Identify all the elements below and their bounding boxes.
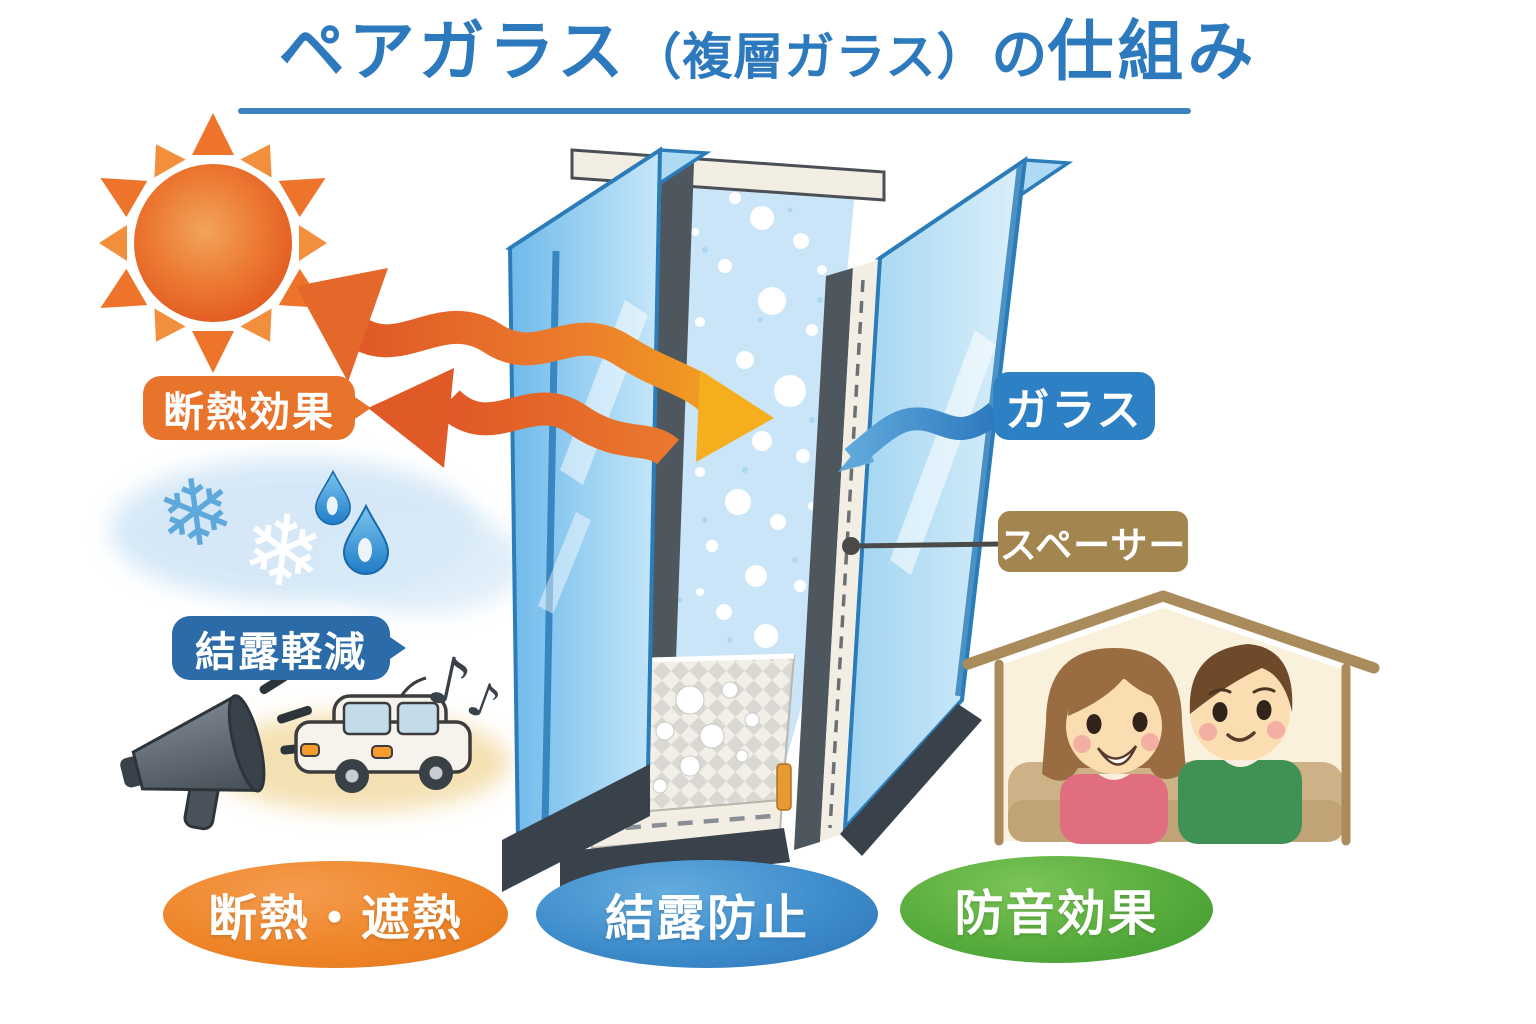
benefit-insulation-pill: 断熱・遮熱 [163,861,508,968]
woman-eye [1132,712,1148,732]
sun-icon [99,113,327,373]
man-eye [1256,700,1272,720]
car-headlight [300,743,320,757]
man-shirt [1178,760,1302,844]
pane-highlight [890,330,996,575]
benefit-condensation-pill: 結露防止 [536,860,878,968]
pane-front-face [507,146,663,849]
glass-callout: ガラス [993,372,1155,440]
pane-highlight [538,512,591,614]
frame-base-left [502,764,650,892]
house-icon [962,590,1380,846]
benefit-soundproof-pill: 防音効果 [900,856,1213,963]
page-title: ペアガラス（複層ガラス）の仕組み [0,13,1536,90]
man-mouth [1226,731,1256,742]
man-eye [1212,702,1228,722]
spacer-strip-right-dark [794,268,853,850]
spacer-connector [842,537,1001,555]
spacer-clip [776,763,792,811]
cool-ribbon-connector [838,402,1004,472]
condensation-bubbles [691,192,827,648]
glass-pane-left [504,146,712,849]
spacer-callout: スペーサー [998,511,1188,572]
title-underline [238,108,1191,114]
glass-pane-right [842,155,1074,834]
insulation-callout: 断熱効果 [143,376,355,440]
reflected-arrowhead [296,268,388,382]
title-main-2: 仕組み [1047,13,1258,90]
man-figure [1178,644,1302,844]
condensation-callout: 結露軽減 [172,616,390,680]
heat-arrow-band [436,389,680,466]
heat-arrow-band [341,311,726,415]
woman-shirt [1060,774,1168,844]
spacer-connector-dot [842,537,860,555]
woman-eye [1086,714,1102,734]
megaphone-icon [120,694,266,831]
reflected-arrowhead [368,368,454,468]
sun-core [134,164,292,322]
snowflake-icon: ❄ [150,455,241,572]
glass-unit [502,146,1074,892]
car-icon [294,676,472,793]
water-drop-icon [315,469,351,526]
spacer-strip-left-dark [644,160,694,778]
transmitted-arrowhead [696,370,774,462]
title-particle: の [991,23,1048,88]
snowflake-icon: ❄ [235,490,330,613]
frame-base-right [840,704,982,856]
water-drop-icon [342,503,390,575]
heat-arrows [296,268,774,468]
car-headlight [371,745,393,759]
woman-mouth [1096,745,1138,766]
title-main-1: ペアガラス [278,13,628,90]
title-paren: （複層ガラス） [631,28,988,86]
woman-figure [1042,648,1186,844]
house-roof [962,590,1380,674]
